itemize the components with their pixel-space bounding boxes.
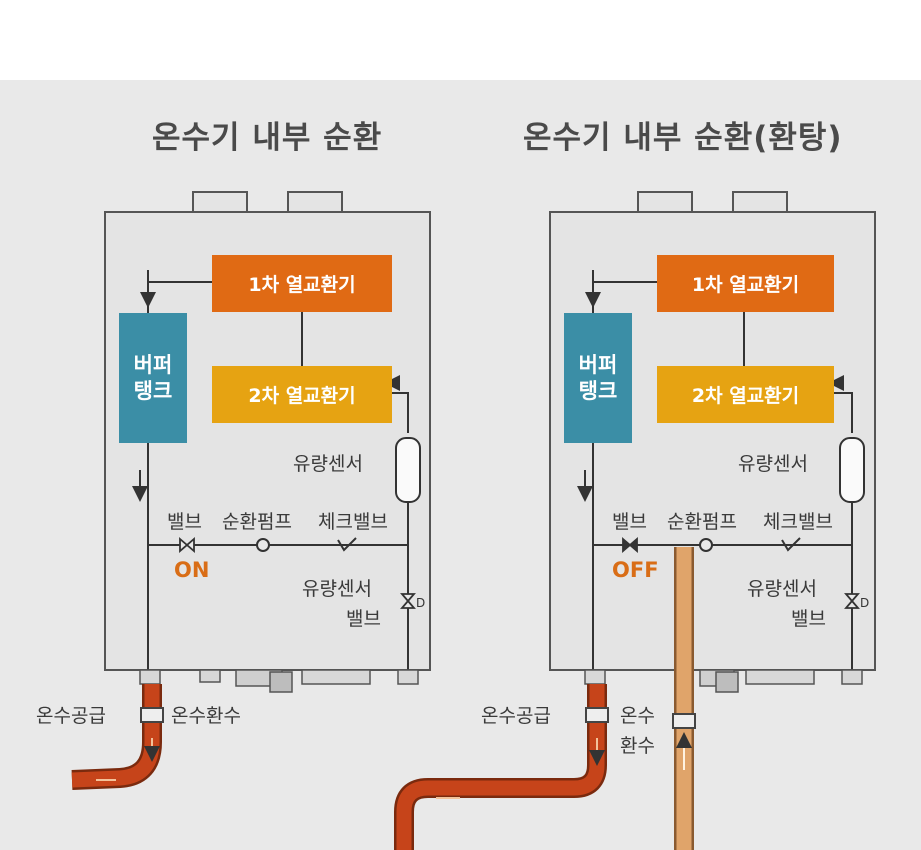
right-sensor-valve-label-2: 밸브 (791, 608, 826, 630)
left-hex2-return (392, 392, 409, 433)
left-sensor-valve-icon: D (400, 593, 425, 610)
left-top-connector (287, 191, 343, 215)
svg-text:D: D (416, 596, 425, 610)
left-sensor-valve-label-2: 밸브 (346, 608, 381, 630)
right-pump-label: 순환펌프 (667, 511, 737, 533)
right-hot-supply-label: 온수공급 (481, 705, 551, 727)
left-check-valve-icon (337, 537, 357, 552)
left-flow-sensor-label: 유량센서 (293, 453, 363, 475)
right-secondary-heat-exchanger: 2차 열교환기 (657, 366, 834, 423)
right-primary-heat-exchanger: 1차 열교환기 (657, 255, 834, 312)
right-sensor-valve-label-1: 유량센서 (747, 578, 817, 600)
right-top-connector (637, 191, 693, 215)
left-valve-state: ON (174, 558, 210, 582)
svg-text:D: D (860, 596, 869, 610)
right-hot-return-label-2: 환수 (620, 735, 655, 757)
right-gas-valve-icon (715, 671, 739, 693)
right-flow-sensor-label: 유량센서 (738, 453, 808, 475)
left-bypass-valve-icon (179, 537, 195, 553)
left-valve-label: 밸브 (167, 511, 202, 533)
right-pump-icon (699, 538, 713, 552)
left-check-valve-label: 체크밸브 (318, 511, 388, 533)
right-supply-fitting (585, 707, 609, 723)
left-hot-return-label: 온수환수 (171, 705, 241, 727)
left-pump-label: 순환펌프 (222, 511, 292, 533)
right-diagram-title: 온수기 내부 순환(환탕) (523, 120, 843, 156)
right-buffer-label-1: 버퍼 (578, 352, 618, 377)
right-check-valve-icon (781, 537, 801, 552)
right-top-connector (732, 191, 788, 215)
left-supply-pipe (71, 684, 160, 788)
left-gas-valve-icon (269, 671, 293, 693)
right-hot-return-label-1: 온수 (620, 705, 655, 727)
left-pump-icon (256, 538, 270, 552)
right-buffer-label-2: 탱크 (578, 379, 618, 403)
right-supply-pipe (396, 684, 605, 850)
left-diagram-title: 온수기 내부 순환 (152, 120, 383, 156)
right-sensor-valve-icon: D (844, 593, 869, 610)
right-return-fitting (672, 713, 696, 729)
left-supply-fitting (140, 707, 164, 723)
left-secondary-heat-exchanger: 2차 열교환기 (212, 366, 392, 423)
left-buffer-label-2: 탱크 (133, 379, 173, 403)
left-top-connector (192, 191, 248, 215)
left-buffer-label-1: 버퍼 (133, 352, 173, 377)
right-valve-label: 밸브 (612, 511, 647, 533)
right-flow-sensor-shape (839, 437, 865, 503)
left-sensor-valve-label-1: 유량센서 (302, 578, 372, 600)
right-valve-state: OFF (612, 558, 659, 582)
left-primary-heat-exchanger: 1차 열교환기 (212, 255, 392, 312)
left-flow-sensor-shape (395, 437, 421, 503)
right-bypass-valve-icon (622, 537, 638, 553)
right-buffer-tank: 버퍼 탱크 (564, 313, 632, 443)
right-check-valve-label: 체크밸브 (763, 511, 833, 533)
left-hot-supply-label: 온수공급 (36, 705, 106, 727)
left-buffer-tank: 버퍼 탱크 (119, 313, 187, 443)
